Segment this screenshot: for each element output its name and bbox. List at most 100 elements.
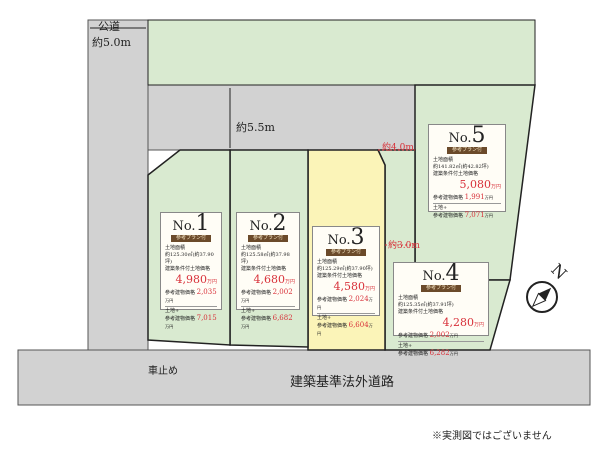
width-4m: 約4.0m [382,143,414,153]
lot-no: 3 [350,225,365,250]
unit: 万円 [484,213,493,218]
disclaimer-note: ※実測図ではございません [432,431,552,442]
public-road-label: 公道 [98,20,120,33]
building-price-label: 参考建物価格 [398,333,429,339]
land-price-value: 4,980 [175,273,207,286]
unit: 万円 [317,323,373,336]
lot-number: No.5 [433,125,501,147]
land-price-label: 建築条件付土地価格 [433,171,479,177]
plan-badge: 参考プラン付 [447,147,487,154]
land-area: 約125.29㎡(約37.90坪) [317,266,373,272]
building-price: 2,002 [272,288,293,296]
land-price-value: 4,680 [253,273,285,286]
unit: 万円 [473,322,484,328]
land-price-label: 建築条件付土地価格 [241,266,287,272]
land-area-label: 土地面積 [433,157,454,163]
unit: 万円 [449,351,458,356]
land-price-value: 4,580 [333,280,365,293]
lot-no: 4 [445,261,460,286]
total-label-1: 土地+ [165,308,180,314]
lot-number: No.4 [398,263,484,285]
land-area-label: 土地面積 [165,245,186,251]
building-price-row: 参考建物価格 2,002万円 [241,289,295,305]
total-label-2: 参考建物価格 [398,351,429,357]
lot-no: 2 [272,211,287,236]
land-price: 4,580万円 [317,280,375,296]
unit: 万円 [241,298,250,303]
building-price-label: 参考建物価格 [317,297,348,303]
lot-number: No.2 [241,213,295,235]
unit: 万円 [490,184,501,190]
no-prefix: No. [422,269,446,284]
building-price: 2,024 [348,295,369,303]
total-label-1: 土地+ [317,315,332,321]
total-label-2: 参考建物価格 [433,213,464,219]
unit: 万円 [364,286,375,292]
total-label-2: 参考建物価格 [317,323,348,329]
unit: 万円 [484,195,493,200]
compass-icon [526,281,558,313]
total-row: 土地+ 参考建物価格 6,604万円 [317,313,375,338]
plan-badge: 参考プラン付 [171,235,211,242]
total-price: 7,071 [464,211,485,219]
north-lot [147,19,536,86]
building-price-label: 参考建物価格 [165,290,196,296]
total-price: 7,015 [196,314,217,322]
lot-number: No.1 [165,213,217,235]
land-price-value: 5,080 [459,178,491,191]
land-area-label: 土地面積 [317,259,338,265]
unit: 万円 [206,279,217,285]
total-label-1: 土地+ [433,205,448,211]
plan-badge: 参考プラン付 [421,285,461,292]
no-prefix: No. [172,219,196,234]
total-row: 土地+参考建物価格 6,282万円 [398,341,484,358]
land-area: 約125.35㎡(約37.91坪) [398,302,454,308]
lot-1-card[interactable]: No.1 参考プラン付 土地面積 約125.30㎡(約37.90坪) 建築条件付… [160,212,222,329]
building-price-row: 参考建物価格 2,024万円 [317,296,375,312]
total-price: 6,682 [272,314,293,322]
no-prefix: No. [448,131,472,146]
total-label-2: 参考建物価格 [241,316,272,322]
building-price: 2,035 [196,288,217,296]
lot-3-card[interactable]: No.3 参考プラン付 土地面積 約125.29㎡(約37.90坪) 建築条件付… [312,226,380,336]
lot-2-card[interactable]: No.2 参考プラン付 土地面積 約125.58㎡(約37.98坪) 建築条件付… [236,212,300,329]
lot-4-card[interactable]: No.4 参考プラン付 土地面積 約125.35㎡(約37.91坪) 建築条件付… [393,262,489,357]
lot-5-card[interactable]: No.5 参考プラン付 土地面積 約141.82㎡(約42.82坪) 建築条件付… [428,124,506,219]
building-price: 1,991 [464,193,485,201]
no-prefix: No. [327,233,351,248]
upper-road [147,84,416,151]
building-price-label: 参考建物価格 [433,195,464,201]
land-area: 約125.58㎡(約37.98坪) [241,252,290,265]
building-price-row: 参考建物価格 2,035 万円 [165,289,217,305]
total-label-2: 参考建物価格 [165,316,196,322]
land-area: 約125.30㎡(約37.90坪) [165,252,214,265]
land-area-label: 土地面積 [398,295,419,301]
total-row: 土地+ 参考建物価格 7,071万円 [433,203,501,220]
private-road-label: 建築基準法外道路 [290,375,395,390]
plan-badge: 参考プラン付 [326,249,366,256]
lot-no: 5 [471,123,486,148]
land-price-label: 建築条件付土地価格 [398,309,444,315]
unit: 万円 [165,298,174,303]
building-price-row: 参考建物価格 1,991万円 [433,194,501,202]
building-price: 2,002 [429,331,450,339]
land-price: 4,980万円 [165,273,217,289]
land-price-value: 4,280 [442,316,474,329]
lot-number: No.3 [317,227,375,249]
unit: 万円 [317,297,373,310]
no-prefix: No. [249,219,273,234]
car-stopper-label: 車止め [148,366,178,377]
building-price-row: 参考建物価格 2,002万円 [398,332,484,340]
land-price-label: 建築条件付土地価格 [165,266,211,272]
land-area: 約141.82㎡(約42.82坪) [433,164,489,170]
unit: 万円 [165,324,174,329]
width-3m: 約3.0m [388,241,420,251]
land-price: 4,680万円 [241,273,295,289]
total-label-1: 土地+ [398,343,413,349]
plan-badge: 参考プラン付 [248,235,288,242]
land-price-label: 建築条件付土地価格 [317,273,363,279]
total-price: 6,604 [348,321,369,329]
unit: 万円 [449,333,458,338]
total-row: 土地+参考建物価格 6,682万円 [241,306,295,331]
